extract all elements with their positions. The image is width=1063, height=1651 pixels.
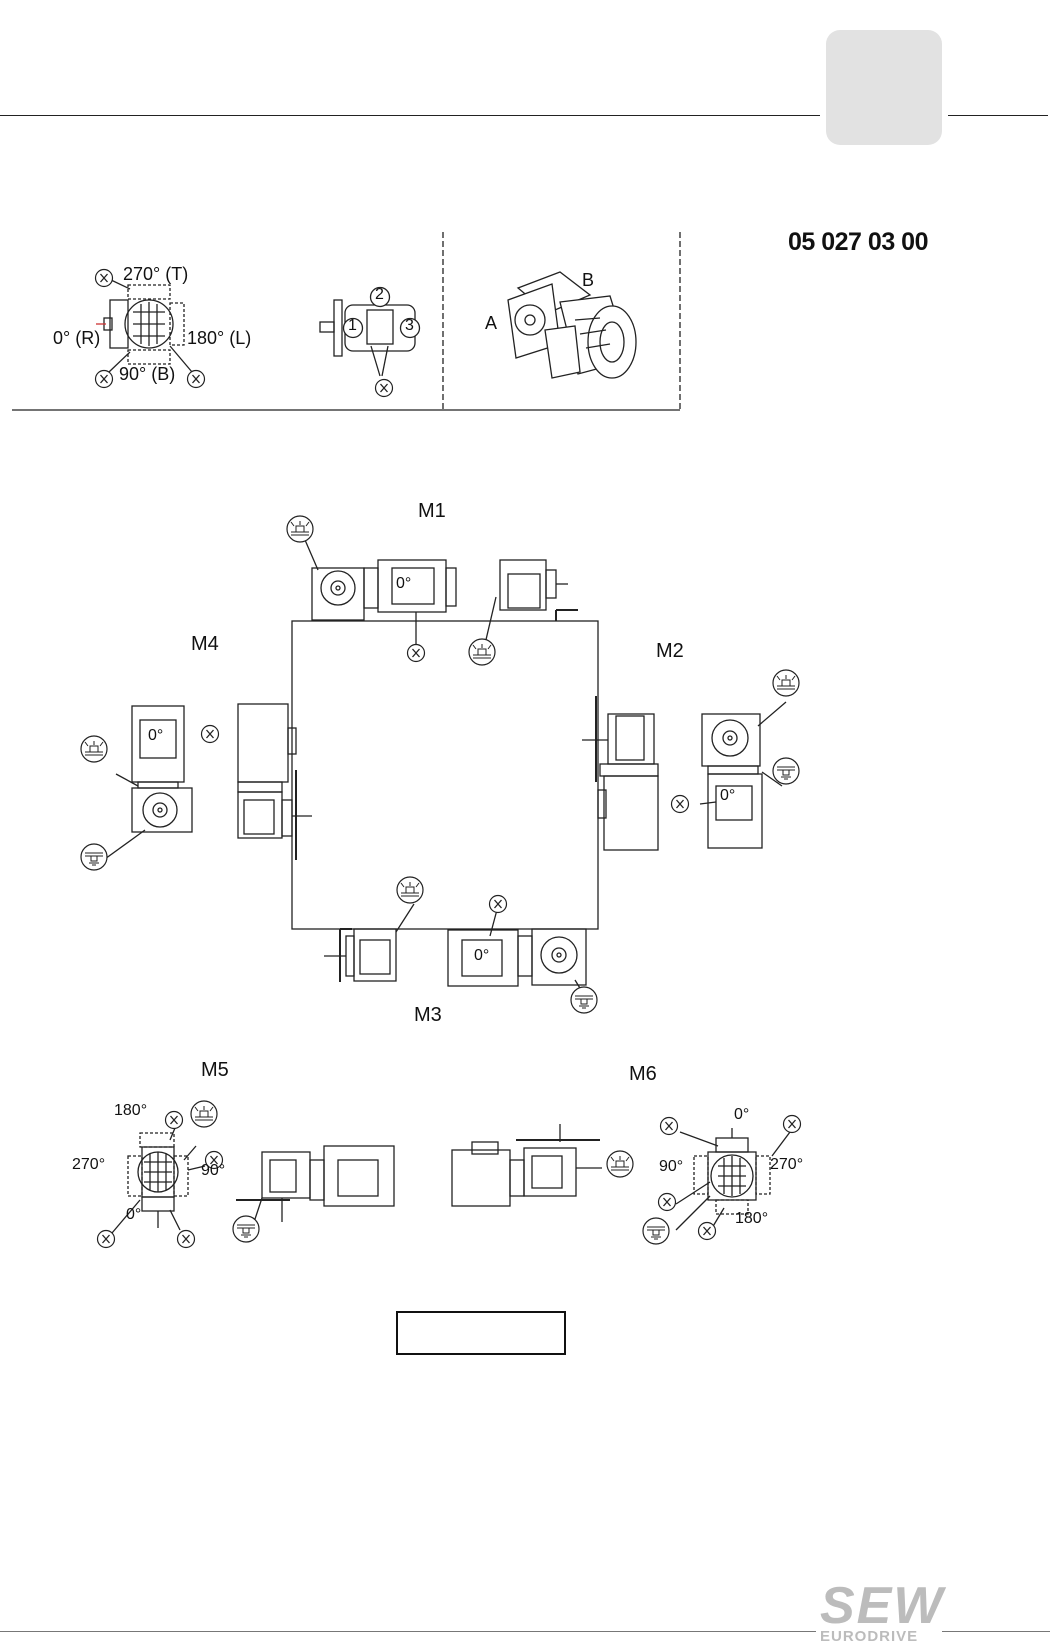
m3-motor-0-label: 0° [474, 947, 490, 964]
side-b-label: B [582, 270, 595, 290]
m4-motor-0-label: 0° [148, 727, 164, 744]
position-m4-label: M4 [191, 633, 219, 655]
m6-angle-0: 0° [734, 1106, 750, 1123]
chapter-tab [826, 30, 942, 145]
legend-frame [12, 232, 681, 411]
m6-front-view [675, 1128, 791, 1231]
legend-3d-geared-motor [507, 271, 637, 379]
header-rule-left [0, 115, 820, 116]
m5-angle-270: 270° [72, 1156, 106, 1173]
footer-rule-left [0, 1631, 816, 1632]
angle-270-label: 270° (T) [123, 264, 189, 284]
m2-geared-motor-outer [701, 713, 763, 849]
m6-angle-180: 180° [735, 1210, 769, 1227]
sew-eurodrive-logo: SEW EURODRIVE [820, 1577, 945, 1648]
face-2-label: 2 [375, 286, 384, 303]
side-a-label: A [485, 313, 498, 333]
m5-angle-0: 0° [126, 1206, 142, 1223]
angle-0-label: 0° (R) [53, 328, 101, 348]
m5-angle-180: 180° [114, 1102, 148, 1119]
m4-geared-motor-outer [131, 705, 193, 833]
face-1-label: 1 [348, 317, 357, 334]
m2-geared-motor-inner [582, 696, 659, 851]
position-m6-label: M6 [629, 1063, 657, 1085]
legend-angle-gearbox [96, 278, 193, 373]
m6-angle-270: 270° [770, 1156, 804, 1173]
drawing-code: 05 027 03 00 [788, 228, 928, 256]
angle-180-label: 180° (L) [187, 328, 252, 348]
m5-side-view [236, 1145, 395, 1223]
face-circles [342, 286, 421, 339]
m3-geared-motor-right [447, 928, 587, 987]
position-m3-label: M3 [414, 1004, 442, 1026]
header-rule-right [948, 115, 1048, 116]
empty-label-box [396, 1311, 566, 1355]
m1-geared-motor-right [499, 559, 578, 621]
m1-motor-0-label: 0° [396, 575, 412, 592]
m1-geared-motor-left [311, 559, 457, 621]
legend-terminal-faces [319, 299, 416, 377]
logo-sub: EURODRIVE [820, 1628, 919, 1645]
m2-motor-0-label: 0° [720, 787, 736, 804]
m3-geared-motor-left [324, 928, 397, 982]
m6-side-view [451, 1124, 602, 1207]
m5-front-view [111, 1127, 206, 1234]
position-m5-label: M5 [201, 1059, 229, 1081]
m6-angle-90: 90° [659, 1158, 684, 1175]
face-3-label: 3 [405, 317, 414, 334]
m5-angle-90: 90° [201, 1162, 226, 1179]
position-m2-label: M2 [656, 640, 684, 662]
m4-geared-motor-inner [237, 703, 312, 860]
angle-90-label: 90° (B) [119, 364, 176, 384]
logo-brand: SEW [820, 1577, 945, 1635]
footer-rule-right [942, 1631, 1050, 1632]
mounting-wall-box [291, 620, 599, 930]
position-m1-label: M1 [418, 500, 446, 522]
